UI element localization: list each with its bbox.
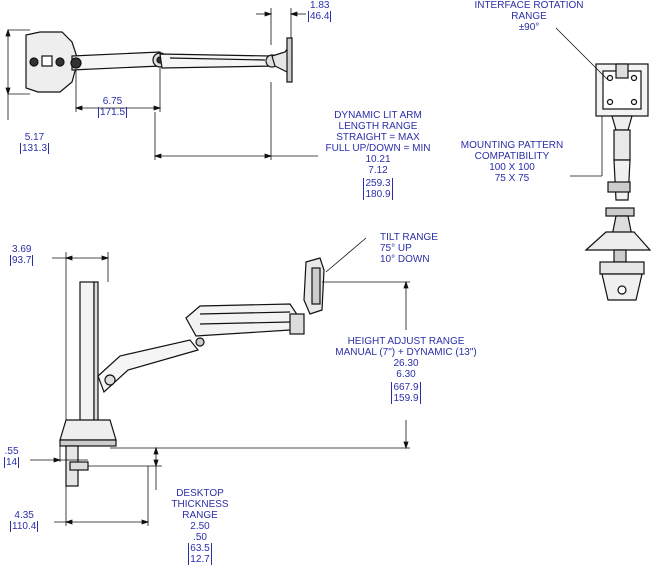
clamp-depth-in: 4.35 [14, 510, 34, 521]
offset-183-label: 1.83 46.4 [308, 0, 332, 22]
arm-length-callout: DYNAMIC LIT ARM LENGTH RANGE STRAIGHT = … [316, 110, 440, 200]
height-adjust-line-1: HEIGHT ADJUST RANGE [347, 336, 465, 347]
arm-length-in-max: 10.21 [365, 154, 391, 165]
pole-offset-mm-box: 93.7 [10, 255, 34, 266]
mounting-line-1: MOUNTING PATTERN [460, 140, 564, 151]
clamp-depth-mm: 110.4 [12, 521, 37, 532]
mounting-callout: MOUNTING PATTERN COMPATIBILITY 100 X 100… [452, 140, 572, 184]
desktop-in-max: 2.50 [190, 521, 210, 532]
arm-length-mm-max: 259.3 [365, 178, 391, 189]
rotation-line-3: ±90° [518, 22, 540, 33]
desktop-mm-box: 63.5 12.7 [188, 543, 212, 565]
top-view-arm [25, 31, 293, 93]
arm-length-line-2: LENGTH RANGE [338, 121, 418, 132]
depth-517-mm-box: 131.3 [20, 143, 50, 154]
desktop-line-1: DESKTOP [176, 488, 224, 499]
mounting-line-2: COMPATIBILITY [474, 151, 550, 162]
height-adjust-mm-box: 667.9 159.9 [391, 382, 421, 404]
arm-length-mm-box: 259.3 180.9 [363, 178, 393, 200]
offset-183-mm-box: 46.4 [308, 11, 332, 22]
desktop-line-2: THICKNESS [171, 499, 229, 510]
desktop-mm-max: 63.5 [190, 543, 210, 554]
arm-length-line-1: DYNAMIC LIT ARM [334, 110, 422, 121]
tilt-line-3: 10° DOWN [380, 254, 430, 265]
offset-183-in: 1.83 [310, 0, 330, 11]
height-adjust-in-min: 6.30 [396, 369, 416, 380]
offset-183-mm: 46.4 [310, 11, 330, 22]
depth-517-label: 5.17 131.3 [20, 132, 50, 154]
rotation-callout: INTERFACE ROTATION RANGE ±90° [464, 0, 594, 33]
pole-offset-label: 3.69 93.7 [10, 244, 34, 266]
mounting-line-4: 75 X 75 [494, 173, 530, 184]
mounting-line-3: 100 X 100 [489, 162, 535, 173]
height-adjust-in-max: 26.30 [393, 358, 419, 369]
offset-675-in: 6.75 [102, 96, 123, 107]
arm-length-line-4: FULL UP/DOWN = MIN [325, 143, 431, 154]
offset-675-label: 6.75 171.5 [98, 96, 128, 118]
side-view-mount [59, 257, 325, 487]
clamp-depth-mm-box: 110.4 [10, 521, 39, 532]
desktop-line-3: RANGE [182, 510, 218, 521]
clamp-thickness-mm: 14 [6, 457, 18, 468]
clamp-depth-label: 4.35 110.4 [10, 510, 39, 532]
arm-length-in-min: 7.12 [368, 165, 388, 176]
side-view-dimensions [30, 237, 410, 526]
clamp-thickness-in: .55 [4, 446, 19, 457]
front-view-mount [584, 63, 651, 301]
clamp-thickness-label: .55 14 [4, 446, 20, 468]
depth-517-mm: 131.3 [22, 143, 48, 154]
pole-offset-in: 3.69 [12, 244, 32, 255]
rotation-line-2: RANGE [511, 11, 547, 22]
tilt-callout: TILT RANGE 75° UP 10° DOWN [380, 232, 438, 265]
height-adjust-mm-min: 159.9 [393, 393, 419, 404]
tilt-line-1: TILT RANGE [380, 232, 438, 243]
pole-offset-mm: 93.7 [12, 255, 32, 266]
desktop-in-min: .50 [193, 532, 207, 543]
height-adjust-callout: HEIGHT ADJUST RANGE MANUAL (7") + DYNAMI… [320, 336, 492, 404]
offset-675-mm: 171.5 [100, 107, 126, 118]
depth-517-in: 5.17 [24, 132, 45, 143]
arm-length-mm-min: 180.9 [365, 189, 391, 200]
height-adjust-line-2: MANUAL (7") + DYNAMIC (13") [335, 347, 477, 358]
offset-675-mm-box: 171.5 [98, 107, 128, 118]
top-view-dimensions [5, 8, 318, 160]
front-view-leaders [555, 27, 609, 177]
tilt-line-2: 75° UP [380, 243, 412, 254]
desktop-callout: DESKTOP THICKNESS RANGE 2.50 .50 63.5 12… [160, 488, 240, 565]
rotation-line-1: INTERFACE ROTATION [474, 0, 584, 11]
desktop-mm-min: 12.7 [190, 554, 210, 565]
arm-length-line-3: STRAIGHT = MAX [336, 132, 420, 143]
clamp-thickness-mm-box: 14 [4, 457, 20, 468]
height-adjust-mm-max: 667.9 [393, 382, 419, 393]
